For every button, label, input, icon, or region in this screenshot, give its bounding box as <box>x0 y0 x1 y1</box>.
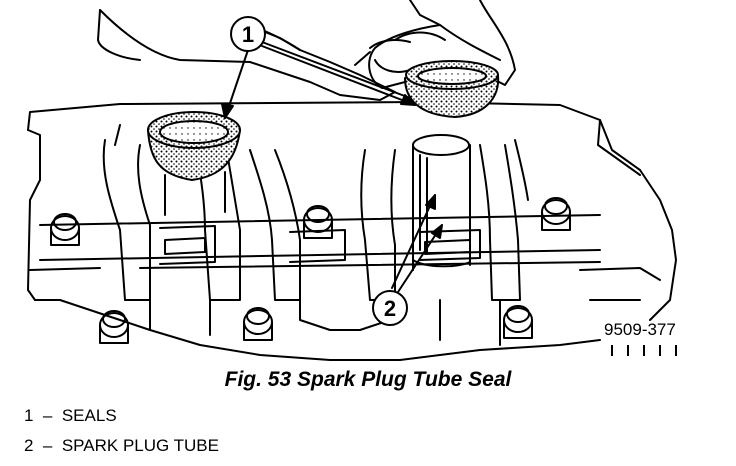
legend-separator: – <box>42 406 53 425</box>
seal-in-hand <box>404 60 500 118</box>
callout-2-leader-b <box>397 224 443 293</box>
seal-installed <box>147 111 241 216</box>
hand-right <box>479 0 516 86</box>
engine-illustration: 1 2 <box>27 0 677 361</box>
legend: 1 – SEALS 2 – SPARK PLUG TUBE <box>24 404 219 464</box>
legend-number: 1 <box>24 406 34 425</box>
callout-2-leader-a <box>391 194 436 289</box>
legend-label: SPARK PLUG TUBE <box>61 436 219 455</box>
figure-caption: Fig. 53 Spark Plug Tube Seal <box>224 368 512 391</box>
reference-ticks <box>611 345 677 356</box>
callout-2-circle <box>372 290 408 326</box>
legend-number: 2 <box>24 436 34 455</box>
callout-1-circle <box>230 16 266 52</box>
legend-separator: – <box>42 436 53 455</box>
bolt-1 <box>50 213 80 246</box>
callout-1-label: 1 <box>242 22 254 47</box>
hand-left <box>99 9 396 101</box>
callout-1-leader-b <box>261 45 416 106</box>
bolt-4 <box>99 310 129 344</box>
bolt-6 <box>503 305 533 339</box>
bolt-2 <box>303 205 333 239</box>
callout-2-label: 2 <box>384 296 396 321</box>
legend-item-spark-plug-tube: 2 – SPARK PLUG TUBE <box>24 434 219 464</box>
spark-plug-tube <box>412 134 471 271</box>
reference-code: 9509-377 <box>604 320 676 339</box>
cylinder-head-outline <box>27 101 677 321</box>
bolt-3 <box>541 197 571 231</box>
legend-label: SEALS <box>61 406 117 425</box>
legend-item-seals: 1 – SEALS <box>24 404 219 434</box>
bolt-5 <box>243 307 273 341</box>
